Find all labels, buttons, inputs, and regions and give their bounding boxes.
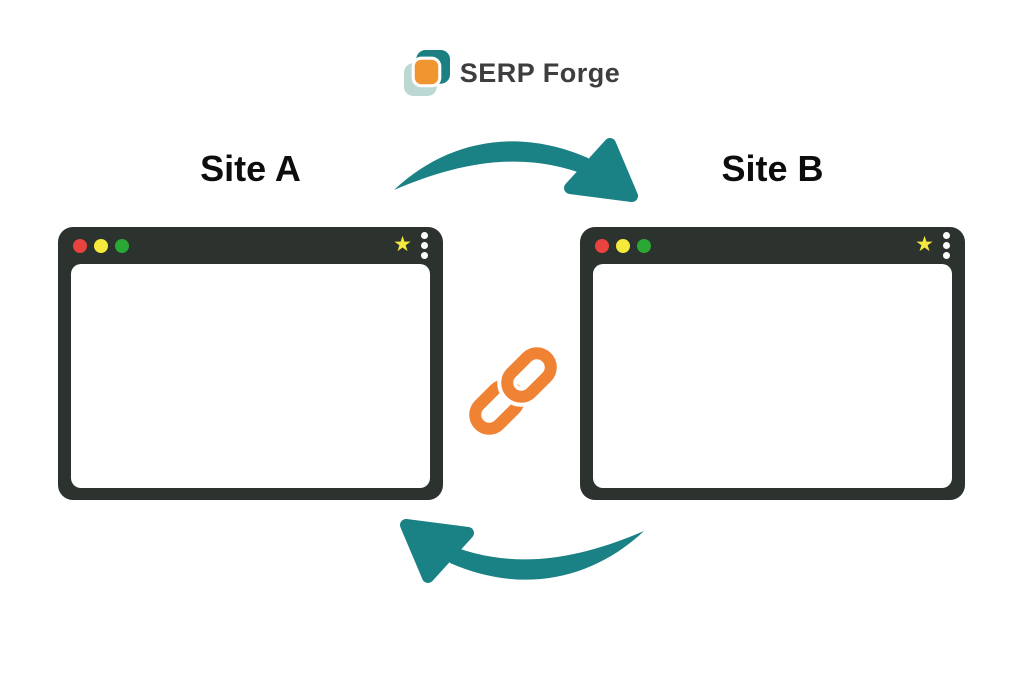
minimize-traffic-light-icon	[616, 238, 630, 253]
logo: SERP Forge	[0, 50, 1024, 96]
traffic-lights	[73, 238, 129, 253]
curved-arrow-a-to-b-icon	[394, 138, 638, 202]
site-a-titlebar: ★	[58, 227, 443, 264]
site-b-page-content	[593, 264, 952, 488]
bookmark-star-icon: ★	[393, 233, 412, 256]
maximize-traffic-light-icon	[637, 238, 651, 253]
link-chain-icon	[469, 346, 558, 435]
serp-forge-logo-icon	[403, 50, 450, 96]
minimize-traffic-light-icon	[94, 238, 108, 253]
maximize-traffic-light-icon	[115, 238, 129, 253]
close-traffic-light-icon	[73, 238, 87, 253]
logo-text: SERP Forge	[459, 57, 621, 88]
kebab-menu-icon	[943, 232, 950, 259]
kebab-menu-icon	[421, 232, 428, 259]
traffic-lights	[595, 238, 651, 253]
site-b-titlebar: ★	[580, 227, 965, 264]
site-a-window: ★	[58, 227, 443, 500]
bookmark-star-icon: ★	[915, 233, 934, 256]
site-a-label: Site A	[200, 148, 301, 189]
site-b-window: ★	[580, 227, 965, 500]
site-a-page-content	[71, 264, 430, 488]
close-traffic-light-icon	[595, 238, 609, 253]
site-b-label: Site B	[721, 148, 824, 189]
curved-arrow-b-to-a-icon	[400, 519, 644, 583]
